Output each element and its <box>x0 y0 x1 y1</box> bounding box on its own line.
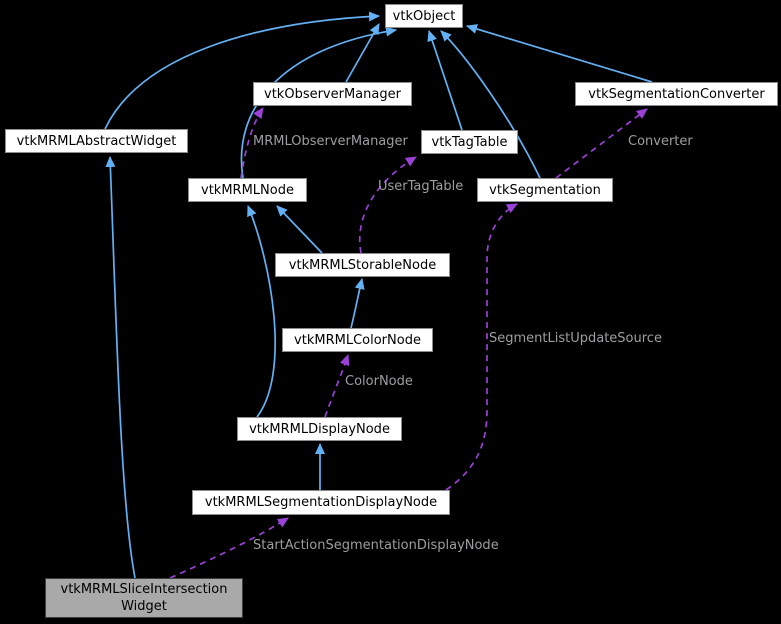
node-vtkmrmlcolornode[interactable]: vtkMRMLColorNode <box>282 328 433 352</box>
edge-storablenode-uses-tagtable <box>358 156 417 254</box>
node-vtkobject[interactable]: vtkObject <box>385 4 463 28</box>
edge-segmentation-to-vtkobject <box>440 30 541 179</box>
edge-displaynode-uses-colornode <box>324 354 350 418</box>
node-vtkmrmlsliceintersectionwidget-current: vtkMRMLSliceIntersection Widget <box>45 578 243 618</box>
edge-segmentationdisplaynode-uses-segmentation <box>445 203 518 491</box>
edge-label-converter: Converter <box>628 134 693 149</box>
node-vtkmrmlstorablenode[interactable]: vtkMRMLStorableNode <box>275 253 450 277</box>
edge-label-startactionsegmentationdisplaynode: StartActionSegmentationDisplayNode <box>253 538 499 553</box>
node-vtkmrmlsegmentationdisplaynode[interactable]: vtkMRMLSegmentationDisplayNode <box>192 490 450 515</box>
node-vtkmrmlabstractwidget[interactable]: vtkMRMLAbstractWidget <box>5 129 188 153</box>
edge-mrmlnode-uses-observermanager <box>240 107 264 179</box>
edge-widget-uses-segmentationdisplaynode <box>169 517 289 579</box>
node-vtkmrmlnode[interactable]: vtkMRMLNode <box>188 178 307 202</box>
edge-tagtable-to-vtkobject <box>427 30 463 131</box>
current-node-label-line2: Widget <box>121 599 167 614</box>
node-vtksegmentationconverter[interactable]: vtkSegmentationConverter <box>575 82 778 106</box>
edge-displaynode-to-mrmlnode <box>247 205 277 418</box>
edge-segmentationconverter-to-vtkobject <box>466 24 653 83</box>
edge-observermanager-to-vtkobject <box>345 23 380 83</box>
edge-colornode-to-storablenode <box>350 278 365 329</box>
edge-label-usertagtable: UserTagTable <box>378 179 464 194</box>
edge-label-colornode: ColorNode <box>345 374 413 389</box>
node-vtksegmentation[interactable]: vtkSegmentation <box>477 178 613 202</box>
edge-sliceintersectionwidget-to-abstractwidget <box>105 156 136 579</box>
node-vtkobservermanager[interactable]: vtkObserverManager <box>253 82 412 106</box>
edge-label-segmentlistupdatesource: SegmentListUpdateSource <box>489 331 662 346</box>
edge-label-mrmlobservermanager: MRMLObserverManager <box>253 134 408 149</box>
edge-abstractwidget-to-vtkobject <box>104 11 380 130</box>
edge-segmentation-uses-converter <box>555 108 648 179</box>
node-vtkmrmldisplaynode[interactable]: vtkMRMLDisplayNode <box>237 417 402 441</box>
edge-storablenode-to-mrmlnode <box>276 205 323 254</box>
current-node-label-line1: vtkMRMLSliceIntersection <box>60 582 228 597</box>
node-vtktagtable[interactable]: vtkTagTable <box>421 130 518 154</box>
